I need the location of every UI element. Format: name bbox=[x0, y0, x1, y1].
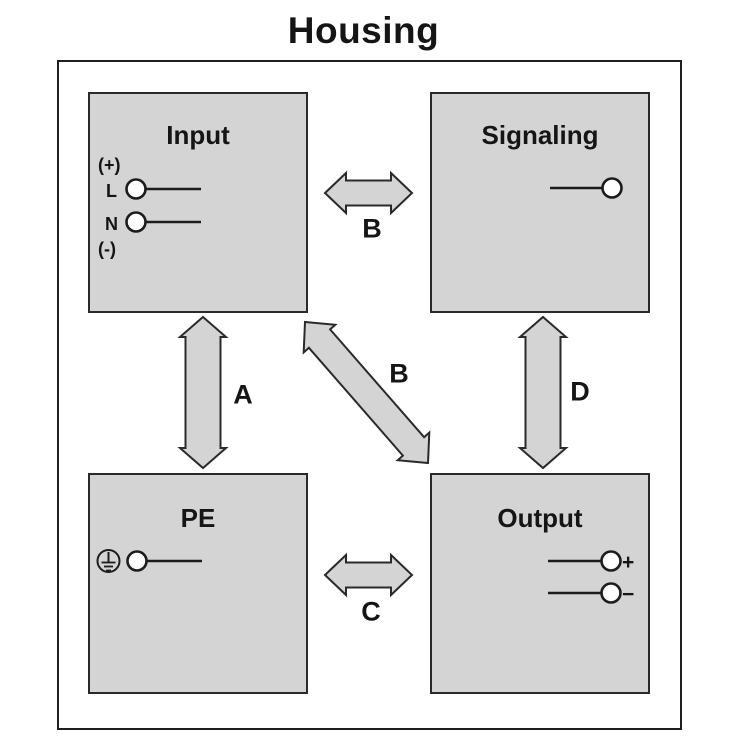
input-pin-neutral-label: N bbox=[105, 214, 118, 234]
output-pin-plus-label: + bbox=[622, 551, 635, 574]
input-pin-plus-label: (+) bbox=[98, 155, 121, 175]
input-pin-line-label: L bbox=[106, 181, 117, 201]
input-pin-minus-label: (-) bbox=[98, 239, 116, 259]
input-block-title: Input bbox=[166, 120, 230, 150]
connection-label-a: A bbox=[233, 379, 253, 410]
signaling-block-title: Signaling bbox=[481, 120, 599, 150]
connection-label-d: D bbox=[570, 376, 590, 407]
block-pe: PE bbox=[88, 473, 308, 694]
connection-label-b-top: B bbox=[362, 213, 382, 244]
diagram-title: Housing bbox=[287, 10, 440, 51]
block-output: Output + − bbox=[430, 473, 650, 694]
connection-label-b-diagonal: B bbox=[389, 358, 409, 389]
block-signaling: Signaling bbox=[430, 92, 650, 313]
output-pin-minus-label: − bbox=[622, 583, 635, 606]
output-block-title: Output bbox=[497, 503, 583, 533]
block-input: Input (+) L N (-) bbox=[88, 92, 308, 313]
pe-block-title: PE bbox=[180, 503, 216, 533]
connection-label-c: C bbox=[361, 596, 381, 627]
